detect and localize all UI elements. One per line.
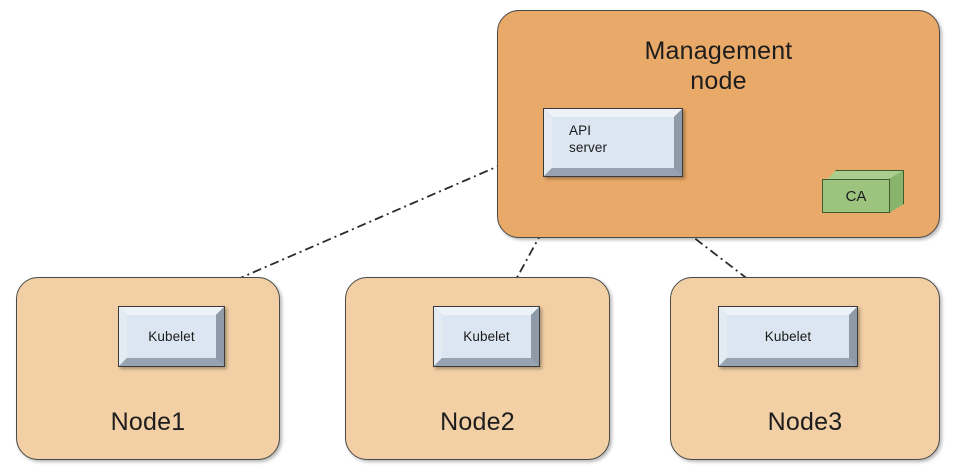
bevel-bottom-edge	[434, 358, 539, 366]
kubelet-component-node-2[interactable]: Kubelet	[433, 306, 540, 367]
worker-node-3-title: Node3	[767, 408, 843, 436]
worker-node-2-container[interactable]: Node2	[345, 277, 610, 460]
api-server-face	[551, 116, 675, 169]
api-server-component[interactable]: API server	[543, 108, 683, 177]
ca-front-face	[822, 179, 890, 213]
kubelet-label: Kubelet	[764, 329, 812, 344]
ca-label: CA	[845, 187, 867, 205]
management-node-title: Management node	[644, 37, 793, 95]
worker-node-3-container[interactable]: Node3	[670, 277, 940, 460]
bevel-right-edge	[674, 109, 682, 176]
kubelet-label: Kubelet	[148, 329, 195, 344]
bevel-right-edge	[216, 307, 224, 366]
api-server-label: API server	[569, 123, 608, 155]
bevel-bottom-edge	[544, 168, 682, 176]
kubelet-label: Kubelet	[463, 329, 510, 344]
kubelet-face	[126, 314, 217, 359]
bevel-bottom-edge	[719, 358, 857, 366]
worker-node-2-title: Node2	[440, 408, 515, 436]
kubelet-component-node-3[interactable]: Kubelet	[718, 306, 858, 367]
bevel-right-edge	[849, 307, 857, 366]
bevel-right-edge	[531, 307, 539, 366]
worker-node-1-container[interactable]: Node1	[16, 277, 280, 460]
bevel-bottom-edge	[119, 358, 224, 366]
ca-component[interactable]: CA	[822, 170, 904, 213]
worker-node-1-title: Node1	[110, 408, 186, 436]
kubelet-component-node-1[interactable]: Kubelet	[118, 306, 225, 367]
